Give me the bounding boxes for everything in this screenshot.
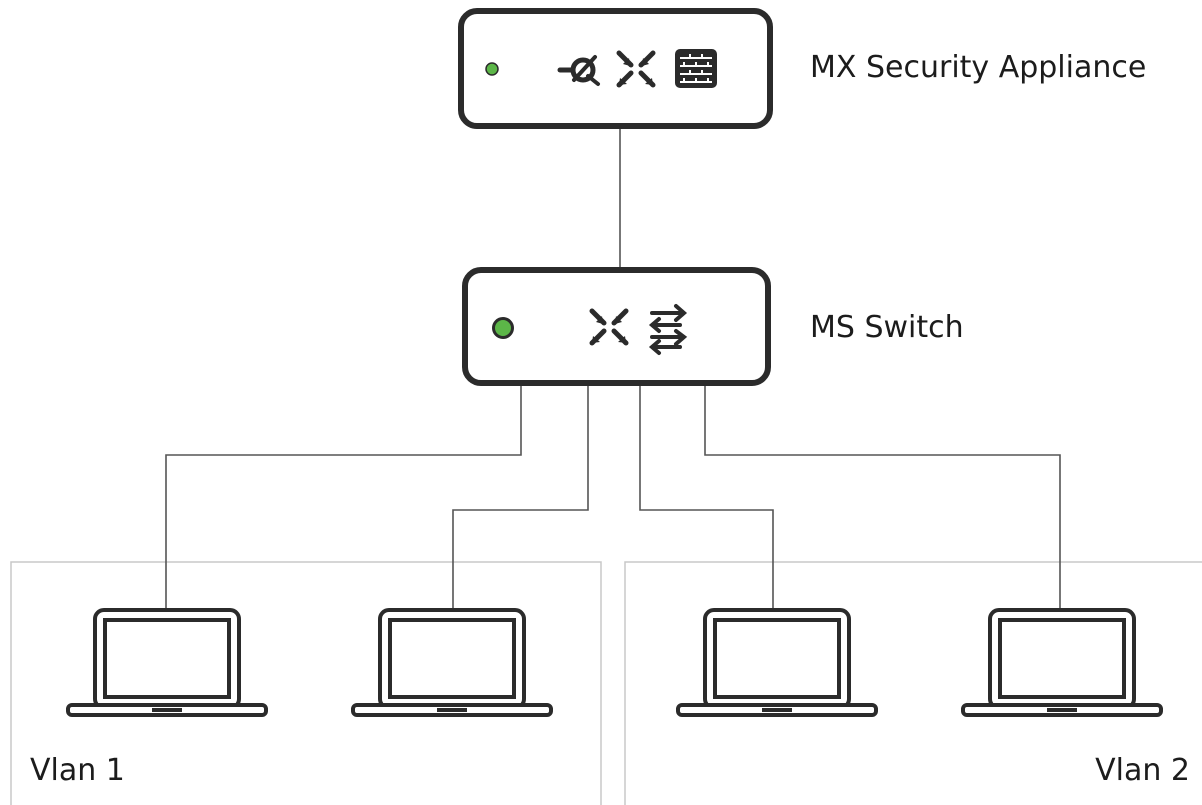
laptop-icon[interactable] [676,608,878,717]
vlan-1-box [10,561,602,805]
laptop-icon[interactable] [961,608,1163,717]
vlan-1-label: Vlan 1 [30,753,125,788]
mx-appliance-label: MX Security Appliance [810,50,1147,85]
mx-status-led [485,62,499,76]
laptop-icon[interactable] [351,608,553,717]
ms-status-led [492,317,514,339]
vlan-2-label: Vlan 2 [1095,753,1190,788]
firewall-icon [675,49,717,88]
vpn-key-icon [557,55,600,86]
cable-lines [165,128,1061,610]
ms-switch-label: MS Switch [810,310,964,345]
ms-switch[interactable] [462,267,771,386]
vlan-2-box [624,561,1202,805]
laptop-icon[interactable] [66,608,268,717]
mx-security-appliance[interactable] [458,8,773,129]
switch-arrows-icon [648,304,688,355]
